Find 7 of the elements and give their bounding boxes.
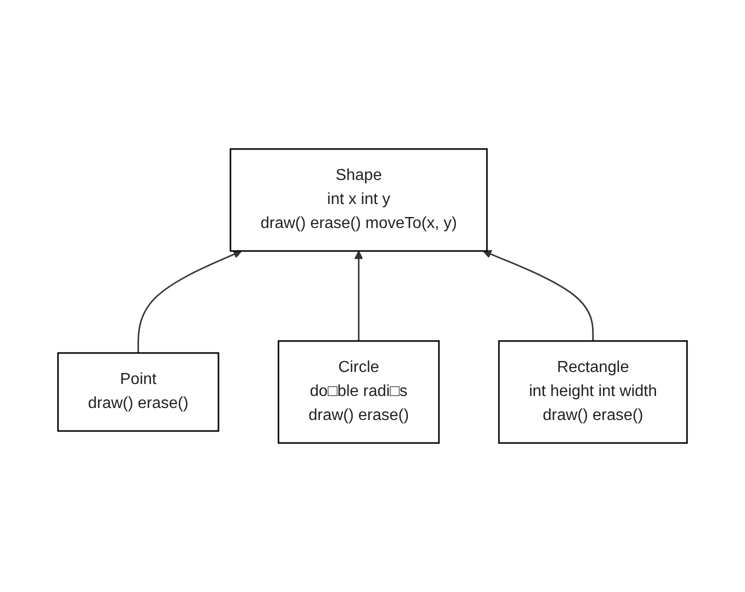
node-box: Rectangle int height int width draw() erase() <box>498 340 688 444</box>
arrow <box>354 250 364 341</box>
arrow <box>482 250 594 341</box>
node-box: Point draw() erase() <box>57 352 220 432</box>
arrow <box>137 250 242 353</box>
node-box: Shape int x int y draw() erase() moveTo(x, y) <box>230 148 488 252</box>
node-box: Circle do□ble radi□s draw() erase() <box>278 340 440 444</box>
